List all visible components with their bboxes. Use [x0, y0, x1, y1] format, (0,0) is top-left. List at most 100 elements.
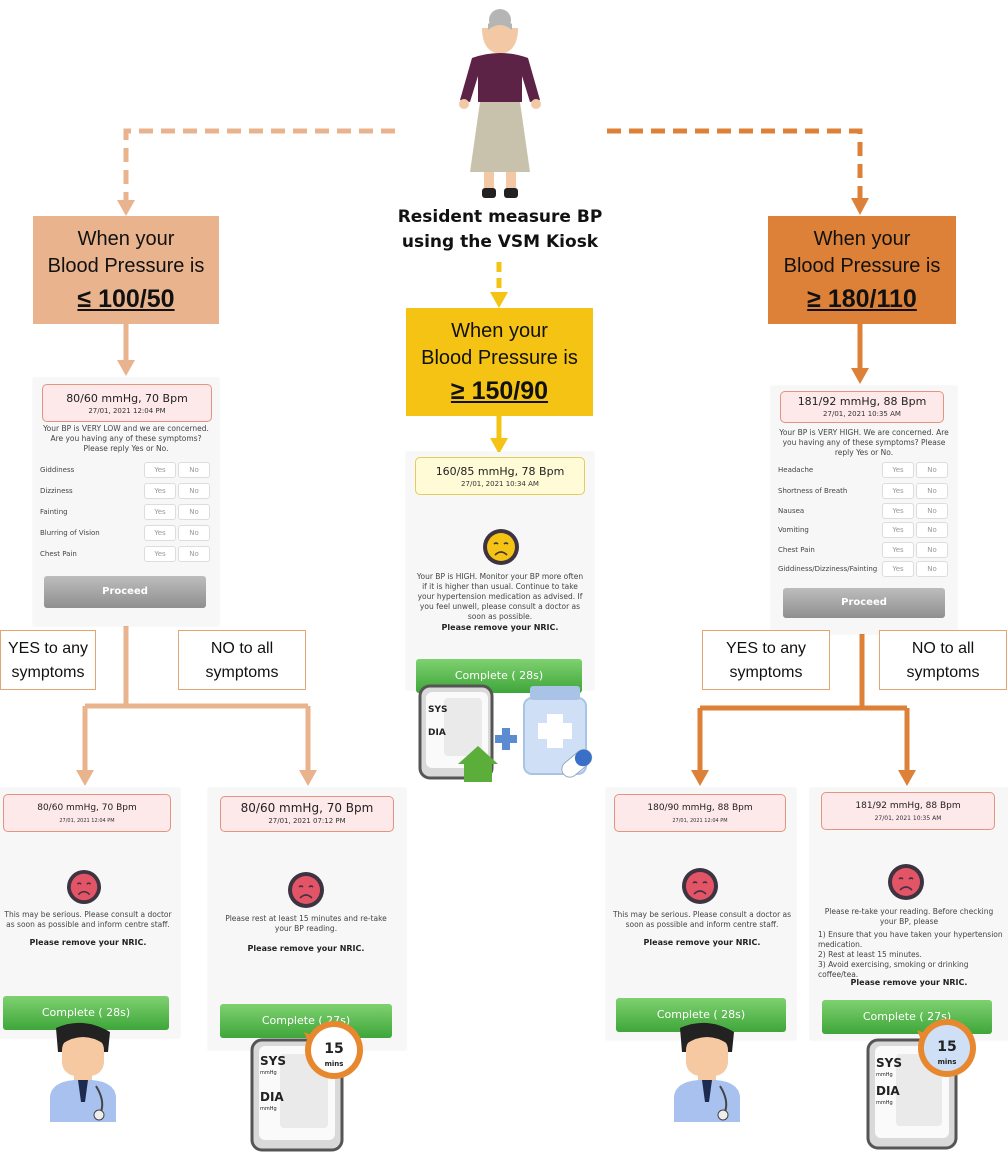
low-symptom-row: Dizziness Yes No	[40, 483, 210, 499]
nric-note: Please remove your NRIC.	[643, 938, 761, 947]
reading-time: 27/01, 2021 10:35 AM	[874, 815, 942, 822]
monitor-unit: mmHg	[876, 1100, 893, 1106]
high-nric-note: Please remove your NRIC.	[441, 623, 559, 632]
dash-to-very-high	[607, 128, 863, 200]
no-button[interactable]: No	[178, 546, 210, 562]
vh-symptom-row: Chest Pain Yes No	[778, 542, 948, 558]
reading-box: 181/92 mmHg, 88 Bpm 27/01, 2021 10:35 AM	[821, 792, 995, 830]
low-proceed-button[interactable]: Proceed	[44, 576, 206, 608]
arrow-low-yes	[76, 770, 94, 786]
vh-reading-box: 181/92 mmHg, 88 Bpm 27/01, 2021 10:35 AM	[780, 391, 944, 423]
low-symptom-row: Blurring of Vision Yes No	[40, 525, 210, 541]
arrow-to-low	[117, 200, 135, 216]
monitor-sys: SYS	[260, 1054, 286, 1068]
yes-button[interactable]: Yes	[144, 483, 176, 499]
yes-button[interactable]: Yes	[144, 546, 176, 562]
reading: 80/60 mmHg, 70 Bpm	[37, 803, 137, 813]
answer-line1: YES to any	[7, 640, 89, 657]
bp-high-box: When your Blood Pressure is ≥ 150/90	[406, 308, 593, 416]
no-button[interactable]: No	[178, 462, 210, 478]
caption-line1: Resident measure BP	[397, 207, 603, 227]
complete-button[interactable]: Complete ( 27s)	[220, 1004, 392, 1038]
high-complete-button[interactable]: Complete ( 28s)	[416, 659, 582, 693]
nric-note: Please remove your NRIC.	[29, 938, 147, 947]
bp-high-line1: When your	[451, 320, 548, 342]
no-button[interactable]: No	[916, 462, 948, 478]
yes-button[interactable]: Yes	[882, 522, 914, 538]
no-button[interactable]: No	[178, 525, 210, 541]
vh-symptom-row: Headache Yes No	[778, 462, 948, 478]
no-button[interactable]: No	[178, 483, 210, 499]
yes-button[interactable]: Yes	[882, 483, 914, 499]
reading: 181/92 mmHg, 88 Bpm	[855, 801, 961, 811]
outcome-message: Please re-take your reading. Before chec…	[824, 907, 994, 926]
no-button[interactable]: No	[916, 503, 948, 519]
low-yes-outcome-screen: 80/60 mmHg, 70 Bpm 27/01, 2021 12:04 PM …	[0, 788, 180, 1038]
low-no-answer: NO to all symptoms	[178, 630, 306, 690]
monitor-unit: mmHg	[260, 1106, 277, 1112]
vh-yes-outcome-screen: 180/90 mmHg, 88 Bpm 27/01, 2021 12:04 PM…	[606, 788, 796, 1040]
symptom-label: Shortness of Breath	[778, 487, 848, 495]
no-button[interactable]: No	[916, 522, 948, 538]
low-yes-answer: YES to any symptoms	[0, 630, 96, 690]
yes-button[interactable]: Yes	[882, 503, 914, 519]
outcome-message: This may be serious. Please consult a do…	[612, 910, 792, 929]
instruction-step: 3) Avoid exercising, smoking or drinking…	[818, 960, 969, 979]
resident-icon	[459, 9, 541, 198]
monitor-sys: SYS	[876, 1056, 902, 1070]
reading: 80/60 mmHg, 70 Bpm	[240, 801, 374, 815]
yes-button[interactable]: Yes	[882, 561, 914, 577]
bp-low-line2: Blood Pressure is	[47, 255, 205, 277]
answer-line2: symptoms	[729, 664, 803, 681]
no-button[interactable]: No	[178, 504, 210, 520]
vh-symptom-row: Nausea Yes No	[778, 503, 948, 519]
vh-message: Your BP is VERY HIGH. We are concerned. …	[779, 428, 949, 457]
bp-high-line2: Blood Pressure is	[421, 347, 578, 369]
no-button[interactable]: No	[916, 483, 948, 499]
sad-face-icon	[483, 529, 519, 565]
low-no-outcome-screen: 80/60 mmHg, 70 Bpm 27/01, 2021 07:12 PM …	[208, 788, 406, 1050]
low-symptom-screen: 80/60 mmHg, 70 Bpm 27/01, 2021 12:04 PM …	[33, 378, 219, 626]
monitor-unit: mmHg	[260, 1070, 277, 1076]
answer-line2: symptoms	[11, 664, 85, 681]
reading-box: 80/60 mmHg, 70 Bpm 27/01, 2021 07:12 PM	[220, 796, 394, 832]
vh-proceed-button[interactable]: Proceed	[783, 588, 945, 618]
symptom-label: Giddiness	[40, 466, 75, 474]
instruction-step: 1) Ensure that you have taken your hyper…	[818, 930, 1003, 949]
arrow-to-very-high	[851, 198, 869, 215]
bp-low-box: When your Blood Pressure is ≤ 100/50	[33, 216, 219, 324]
bp-vh-threshold: ≥ 180/110	[807, 285, 917, 313]
arrow-low-no	[299, 770, 317, 786]
symptom-label: Fainting	[40, 508, 68, 516]
timer-unit: mins	[937, 1058, 957, 1066]
outcome-message: This may be serious. Please consult a do…	[4, 910, 172, 929]
vh-no-answer: NO to all symptoms	[879, 630, 1007, 690]
timer-unit: mins	[324, 1060, 344, 1068]
sad-face-icon	[288, 872, 324, 908]
high-result-screen: 160/85 mmHg, 78 Bpm 27/01, 2021 10:34 AM…	[406, 452, 594, 693]
nric-note: Please remove your NRIC.	[850, 978, 968, 987]
answer-line1: NO to all	[210, 640, 274, 657]
sad-face-icon	[67, 870, 101, 904]
low-symptom-row: Giddiness Yes No	[40, 462, 210, 478]
yes-button[interactable]: Yes	[882, 542, 914, 558]
yes-button[interactable]: Yes	[882, 462, 914, 478]
reading-time: 27/01, 2021 07:12 PM	[268, 817, 346, 825]
answer-line2: symptoms	[205, 664, 279, 681]
low-message: Your BP is VERY LOW and we are concerned…	[43, 424, 209, 453]
sad-face-icon	[888, 864, 924, 900]
low-symptom-row: Chest Pain Yes No	[40, 546, 210, 562]
symptom-label: Nausea	[778, 507, 805, 515]
yes-button[interactable]: Yes	[144, 504, 176, 520]
caption-line2: using the VSM Kiosk	[401, 232, 599, 252]
yes-button[interactable]: Yes	[144, 462, 176, 478]
bp-very-high-box: When your Blood Pressure is ≥ 180/110	[768, 216, 956, 324]
timer-icon	[917, 1019, 976, 1077]
yes-button[interactable]: Yes	[144, 525, 176, 541]
very-high-symptom-screen: 181/92 mmHg, 88 Bpm 27/01, 2021 10:35 AM…	[771, 386, 957, 634]
vh-reading: 181/92 mmHg, 88 Bpm	[797, 395, 927, 408]
no-button[interactable]: No	[916, 561, 948, 577]
no-button[interactable]: No	[916, 542, 948, 558]
timer-value: 15	[937, 1039, 957, 1055]
bp-vh-line1: When your	[813, 228, 911, 250]
